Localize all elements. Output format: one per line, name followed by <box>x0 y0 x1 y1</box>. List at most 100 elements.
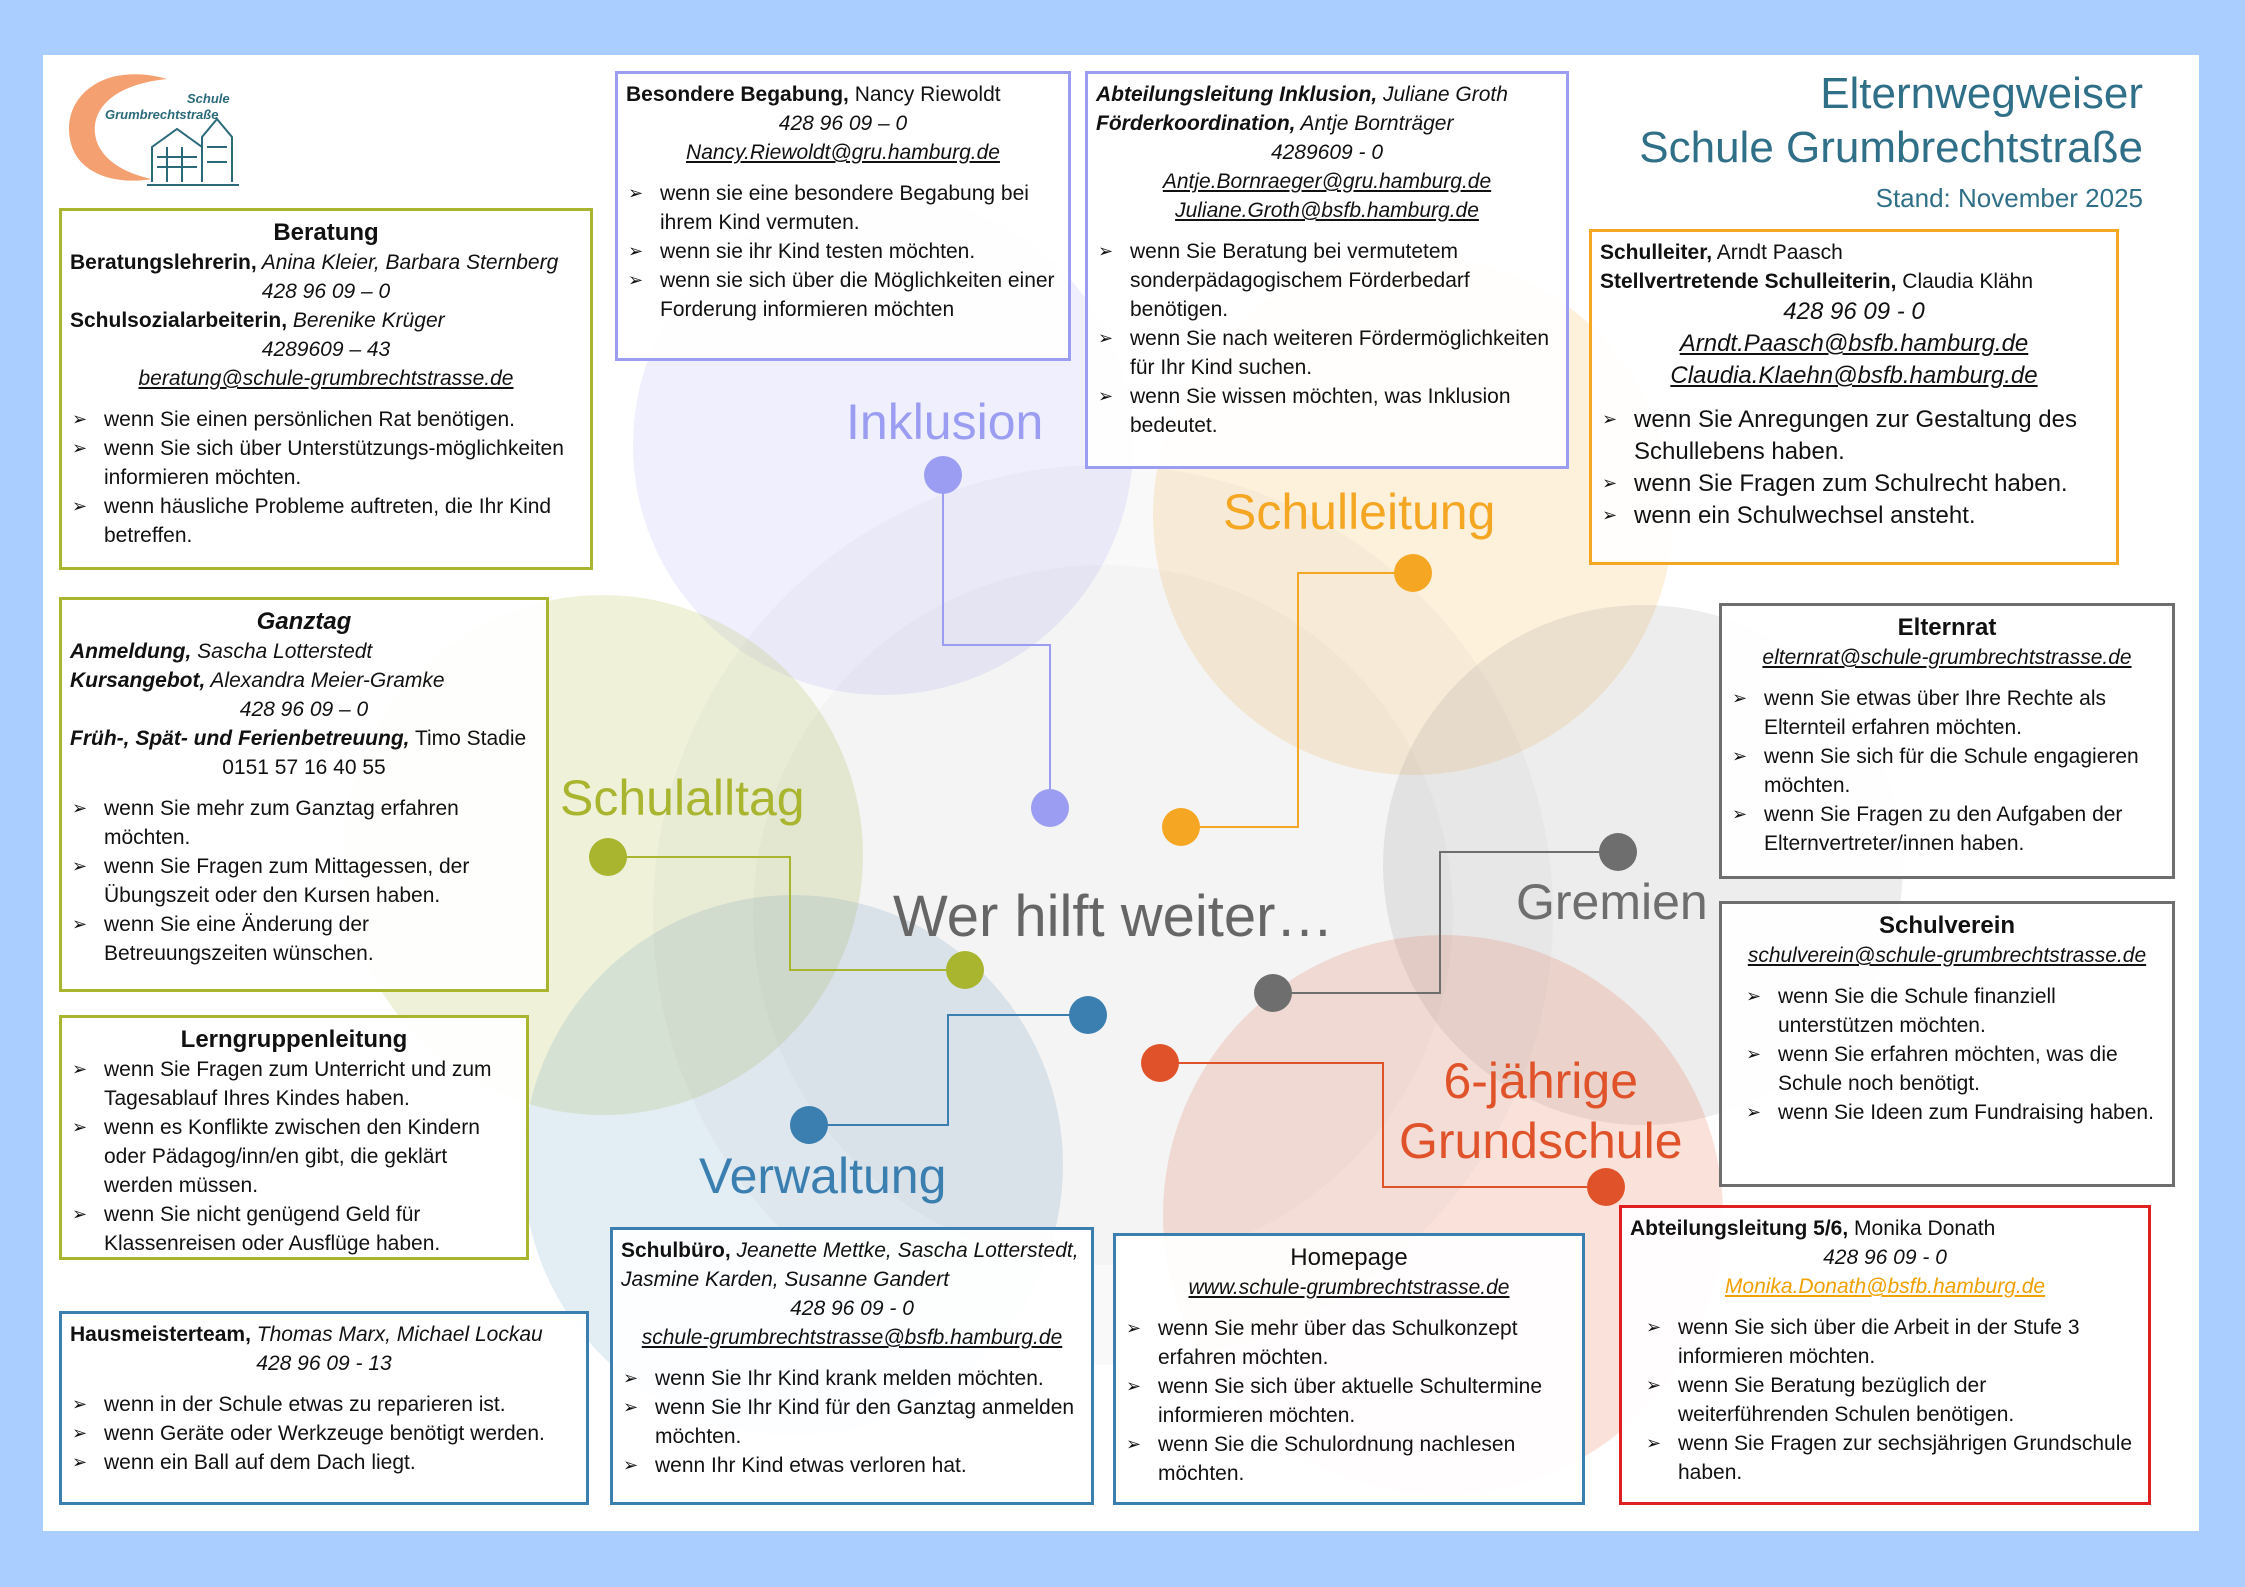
list-item: wenn ein Ball auf dem Dach liegt. <box>70 1448 578 1477</box>
list-item: wenn Sie nach weiteren Fördermöglichkeit… <box>1096 324 1558 382</box>
email-link[interactable]: Antje.Bornraeger@gru.hamburg.de <box>1162 170 1492 193</box>
role-label: Abteilungsleitung 5/6, <box>1630 1217 1849 1240</box>
role-label: Früh-, Spät- und Ferienbetreuung, <box>70 727 410 750</box>
list-item: wenn Sie Fragen zu den Aufgaben der Elte… <box>1730 800 2164 858</box>
person-names: Monika Donath <box>1848 1217 1996 1240</box>
school-logo: Schule Grumbrechtstraße <box>68 74 239 186</box>
dot-schulalltag-inner <box>946 951 984 989</box>
list-item: wenn Sie wissen möchten, was Inklusion b… <box>1096 382 1558 440</box>
email-link[interactable]: beratung@schule-grumbrechtstrasse.de <box>138 367 514 390</box>
dot-inklusion-inner <box>1031 789 1069 827</box>
box-homepage: Homepage www.schule-grumbrechtstrasse.de… <box>1113 1233 1585 1505</box>
list-item: wenn Sie sich über aktuelle Schultermine… <box>1124 1372 1574 1430</box>
box-beratung: Beratung Beratungslehrerin, Anina Kleier… <box>59 208 593 570</box>
list-item: wenn sie ihr Kind testen möchten. <box>626 237 1060 266</box>
list-item: wenn Sie etwas über Ihre Rechte als Elte… <box>1730 684 2164 742</box>
list-item: wenn Sie Fragen zum Mittagessen, der Übu… <box>70 852 538 910</box>
circle-center-inner <box>753 565 1453 1265</box>
box-schulbuero: Schulbüro, Jeanette Mettke, Sascha Lotte… <box>610 1227 1094 1505</box>
list-item: wenn in der Schule etwas zu reparieren i… <box>70 1390 578 1419</box>
list-item: wenn Sie erfahren möchten, was die Schul… <box>1744 1040 2164 1098</box>
homepage-link[interactable]: www.schule-grumbrechtstrasse.de <box>1188 1276 1510 1299</box>
category-gremien: Gremien <box>1516 874 1708 930</box>
box-schulverein: Schulverein schulverein@schule-grumbrech… <box>1719 901 2175 1187</box>
email-link[interactable]: schule-grumbrechtstrasse@bsfb.hamburg.de <box>641 1326 1063 1349</box>
person-names: Jeanette Mettke, Sascha Lotterstedt, Jas… <box>621 1239 1079 1291</box>
person-names: Thomas Marx, Michael Lockau <box>250 1323 543 1346</box>
list-item: wenn ein Schulwechsel ansteht. <box>1600 500 2108 532</box>
phone-number: 428 96 09 - 0 <box>790 1297 914 1320</box>
dot-verwaltung-inner <box>1069 996 1107 1034</box>
email-link[interactable]: schulverein@schule-grumbrechtstrasse.de <box>1747 944 2147 967</box>
box-schulleitung: Schulleiter, Arndt Paasch Stellvertreten… <box>1589 229 2119 565</box>
bullet-list: wenn Sie Ihr Kind krank melden möchten. … <box>621 1364 1083 1480</box>
connector-grundschule <box>1160 1062 1606 1188</box>
person-names: Juliane Groth <box>1377 83 1508 106</box>
category-verwaltung: Verwaltung <box>699 1148 947 1204</box>
dot-gremien-outer <box>1599 833 1637 871</box>
category-grundschule-line2: Grundschule <box>1399 1113 1683 1169</box>
list-item: wenn Sie Fragen zur sechsjährigen Grunds… <box>1644 1429 2140 1487</box>
center-question: Wer hilft weiter… <box>893 884 1334 949</box>
connector-inklusion <box>942 475 1051 808</box>
person-names: Nancy Riewoldt <box>848 83 1001 106</box>
person-names: Claudia Klähn <box>1896 270 2034 293</box>
dot-grundschule-inner <box>1141 1044 1179 1082</box>
phone-number: 428 96 09 – 0 <box>239 698 369 721</box>
person-names: Alexandra Meier-Gramke <box>205 669 445 692</box>
dot-inklusion-outer <box>924 456 962 494</box>
bullet-list: wenn Sie einen persönlichen Rat benötige… <box>70 405 582 550</box>
list-item: wenn Geräte oder Werkzeuge benötigt werd… <box>70 1419 578 1448</box>
list-item: wenn Sie mehr zum Ganztag erfahren möcht… <box>70 794 538 852</box>
person-names: Antje Bornträger <box>1295 112 1454 135</box>
box-title: Schulverein <box>1878 912 2016 939</box>
dot-schulalltag-outer <box>589 838 627 876</box>
list-item: wenn Sie Ihr Kind krank melden möchten. <box>621 1364 1083 1393</box>
box-inklusion: Abteilungsleitung Inklusion, Juliane Gro… <box>1085 71 1569 469</box>
box-begabung: Besondere Begabung, Nancy Riewoldt 428 9… <box>615 71 1071 361</box>
person-names: Sascha Lotterstedt <box>191 640 373 663</box>
category-grundschule-line1: 6-jährige <box>1443 1053 1639 1109</box>
list-item: wenn Ihr Kind etwas verloren hat. <box>621 1451 1083 1480</box>
box-hausmeister: Hausmeisterteam, Thomas Marx, Michael Lo… <box>59 1311 589 1505</box>
list-item: wenn Sie sich für die Schule engagieren … <box>1730 742 2164 800</box>
role-label: Förderkoordination, <box>1096 112 1296 135</box>
role-label: Stellvertretende Schulleiterin, <box>1600 270 1897 293</box>
email-link[interactable]: Monika.Donath@bsfb.hamburg.de <box>1724 1275 2046 1298</box>
connector-gremien <box>1273 851 1618 994</box>
role-label: Besondere Begabung, <box>626 83 849 106</box>
list-item: wenn Sie die Schulordnung nachlesen möch… <box>1124 1430 1574 1488</box>
email-link[interactable]: elternrat@schule-grumbrechtstrasse.de <box>1762 646 2132 669</box>
bullet-list: wenn Sie die Schule finanziell unterstüt… <box>1744 982 2164 1127</box>
role-label: Schulsozialarbeiterin, <box>70 309 288 332</box>
phone-number: 428 96 09 - 0 <box>1823 1246 1947 1269</box>
phone-number: 428 96 09 – 0 <box>778 112 908 135</box>
email-link[interactable]: Claudia.Klaehn@bsfb.hamburg.de <box>1670 362 2038 389</box>
list-item: wenn es Konflikte zwischen den Kindern o… <box>70 1113 518 1200</box>
box-title: Ganztag <box>256 608 352 635</box>
person-names: Berenike Krüger <box>287 309 445 332</box>
phone-number: 0151 57 16 40 55 <box>222 756 386 779</box>
bullet-list: wenn Sie mehr zum Ganztag erfahren möcht… <box>70 794 538 968</box>
list-item: wenn Sie Beratung bei vermutetem sonderp… <box>1096 237 1558 324</box>
role-label: Schulleiter, <box>1600 241 1713 264</box>
list-item: wenn Sie Fragen zum Schulrecht haben. <box>1600 468 2108 500</box>
list-item: wenn Sie nicht genügend Geld für Klassen… <box>70 1200 518 1258</box>
circle-center <box>653 465 1553 1365</box>
email-link[interactable]: Nancy.Riewoldt@gru.hamburg.de <box>686 141 1000 164</box>
email-link[interactable]: Juliane.Groth@bsfb.hamburg.de <box>1175 199 1479 222</box>
connector-schulleitung <box>1181 572 1413 828</box>
list-item: wenn Sie sich über Unterstützungs-möglic… <box>70 434 582 492</box>
list-item: wenn sie eine besondere Begabung bei ihr… <box>626 179 1060 237</box>
bullet-list: wenn Sie mehr über das Schulkonzept erfa… <box>1124 1314 1574 1488</box>
role-label: Beratungslehrerin, <box>70 251 257 274</box>
list-item: wenn Sie sich über die Arbeit in der Stu… <box>1644 1313 2140 1371</box>
dot-verwaltung-outer <box>790 1106 828 1144</box>
bullet-list: wenn in der Schule etwas zu reparieren i… <box>70 1390 578 1477</box>
bullet-list: wenn Sie Fragen zum Unterricht und zum T… <box>70 1055 518 1258</box>
person-names: Arndt Paasch <box>1712 241 1843 264</box>
category-schulalltag: Schulalltag <box>560 770 805 826</box>
box-title: Elternrat <box>1897 614 1997 641</box>
email-link[interactable]: Arndt.Paasch@bsfb.hamburg.de <box>1679 330 2029 357</box>
logo-building-icon <box>147 117 239 186</box>
